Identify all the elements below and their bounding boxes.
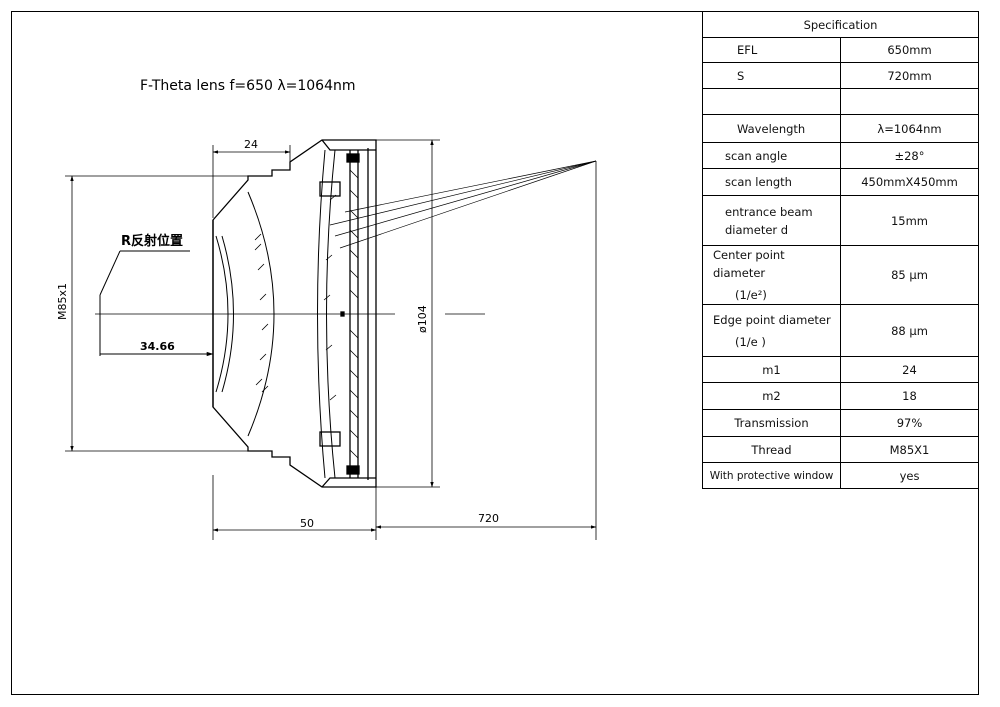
spec-value: 85 µm <box>840 245 979 305</box>
spec-label: S <box>702 62 841 89</box>
spec-label: Transmission <box>702 409 841 437</box>
spec-label: m2 <box>702 382 841 410</box>
spec-value: 18 <box>840 382 979 410</box>
spec-label: Edge point diameter <box>713 312 831 327</box>
spec-label: Thread <box>702 436 841 463</box>
dim-thread-label: M85x1 <box>56 283 69 320</box>
spec-row: scan angle ±28° <box>702 142 979 169</box>
dim-diameter <box>376 139 440 488</box>
spec-label: Wavelength <box>702 114 841 143</box>
window-hatching <box>349 169 359 459</box>
spec-value: 650mm <box>840 37 979 63</box>
spec-row: S 720mm <box>702 62 979 89</box>
spec-label-line2: diameter d <box>725 222 789 237</box>
mirror-distance-label: 34.66 <box>140 340 175 353</box>
spec-row: m2 18 <box>702 382 979 410</box>
spec-row: scan length 450mmX450mm <box>702 168 979 196</box>
spec-value: 450mmX450mm <box>840 168 979 196</box>
mirror-leader <box>99 250 214 357</box>
drawing-title: F-Theta lens f=650 λ=1064nm <box>140 78 355 94</box>
spec-row: Center point diameter (1/e²) 85 µm <box>702 245 979 305</box>
spec-value: λ=1064nm <box>840 114 979 143</box>
spec-label-line2: (1/e²) <box>735 288 767 302</box>
dim-thread <box>65 175 250 452</box>
spec-label: scan angle <box>702 142 841 169</box>
specification-table: Specification EFL 650mm S 720mm Waveleng… <box>702 11 979 489</box>
spec-label: scan length <box>702 168 841 196</box>
spec-row <box>702 88 979 115</box>
dim-top-width <box>212 145 291 218</box>
spec-value: M85X1 <box>840 436 979 463</box>
spec-label: EFL <box>702 37 841 63</box>
spec-label <box>702 88 841 115</box>
spec-value <box>840 88 979 115</box>
spec-label: entrance beam <box>725 204 813 219</box>
spec-row: Transmission 97% <box>702 409 979 437</box>
spec-label: With protective window <box>702 462 841 489</box>
spec-row: entrance beam diameter d 15mm <box>702 195 979 246</box>
spec-value: yes <box>840 462 979 489</box>
mirror-position-label: R反射位置 <box>121 233 183 249</box>
dim-length-label: 50 <box>300 517 314 530</box>
scan-beams <box>329 160 597 249</box>
spec-label-line2: (1/e ) <box>735 334 766 349</box>
spec-value: ±28° <box>840 142 979 169</box>
dim-top-width-label: 24 <box>244 138 258 151</box>
spec-label: Center point diameter <box>713 248 785 280</box>
spec-row: EFL 650mm <box>702 37 979 63</box>
spec-value: 15mm <box>840 195 979 246</box>
dim-working-distance-label: 720 <box>478 512 499 525</box>
spec-label: m1 <box>702 356 841 383</box>
spec-row: With protective window yes <box>702 462 979 489</box>
spec-value: 24 <box>840 356 979 383</box>
spec-row: Thread M85X1 <box>702 436 979 463</box>
spec-value: 88 µm <box>840 304 979 357</box>
spec-row: m1 24 <box>702 356 979 383</box>
spec-value: 97% <box>840 409 979 437</box>
drawing-frame <box>11 11 979 695</box>
lens-elements <box>215 149 337 479</box>
spec-row: Edge point diameter (1/e ) 88 µm <box>702 304 979 357</box>
dim-diameter-label: ø104 <box>416 305 429 333</box>
spec-header: Specification <box>702 11 979 38</box>
spec-row: Wavelength λ=1064nm <box>702 114 979 143</box>
spec-value: 720mm <box>840 62 979 89</box>
dim-bottom <box>212 161 597 540</box>
